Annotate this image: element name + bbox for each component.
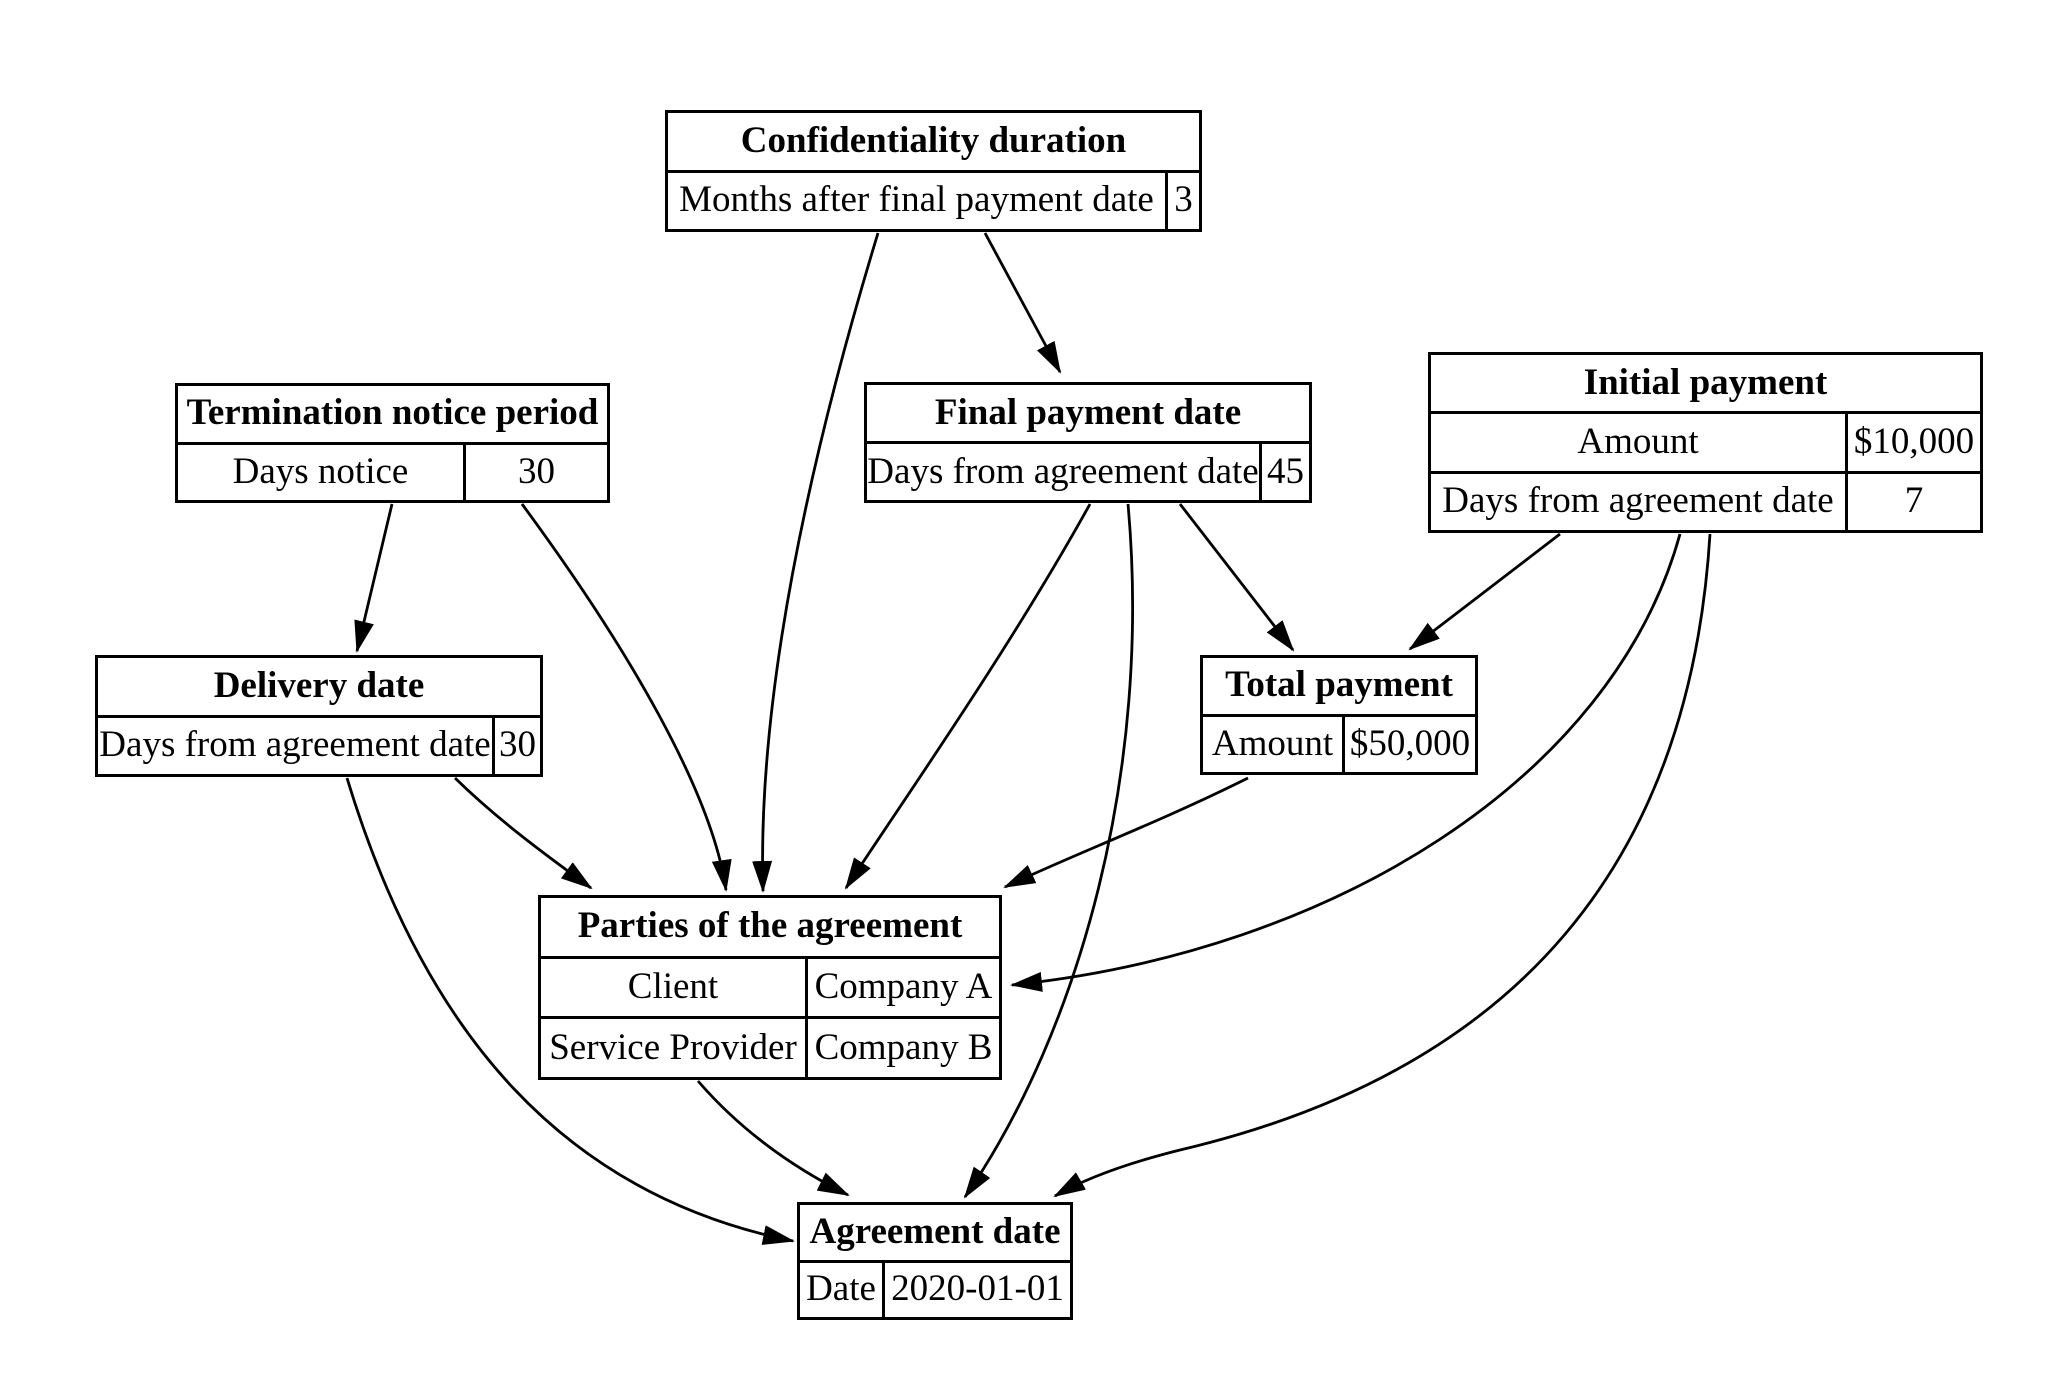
node-row: Amount$50,000 <box>1203 716 1475 772</box>
node-row: Amount $10,000 <box>1431 414 1980 471</box>
edge-initial-payment-to-parties-of-the-agreement <box>1010 533 1682 992</box>
edge-initial-payment-to-agreement-date <box>1053 533 1712 1198</box>
cell-value: 45 <box>1259 444 1309 500</box>
edge-final-payment-date-to-parties-of-the-agreement <box>844 503 1092 890</box>
edge-initial-payment-to-total-payment <box>1408 532 1561 651</box>
cell-label: Months after final payment date <box>679 179 1154 221</box>
cell-value: Company B <box>805 1019 999 1078</box>
node-row: Client Company A <box>541 958 999 1017</box>
cell-value: 7 <box>1845 473 1980 530</box>
edge-confidentiality-duration-to-final-payment-date <box>983 232 1062 374</box>
edge-final-payment-date-to-total-payment <box>1178 503 1295 652</box>
edge-parties-of-the-agreement-to-agreement-date <box>696 1080 850 1197</box>
cell-label: Days from agreement date <box>1442 480 1834 522</box>
node-title: Total payment <box>1203 658 1475 717</box>
cell-label: Amount <box>1211 722 1334 764</box>
cell-label: Days from agreement date <box>867 450 1259 492</box>
cell-label: Days from agreement date <box>99 724 491 766</box>
edge-final-payment-date-to-agreement-date <box>963 503 1134 1199</box>
edge-delivery-date-to-agreement-date <box>345 777 795 1245</box>
edge-confidentiality-duration-to-parties-of-the-agreement <box>752 232 880 893</box>
node-title: Initial payment <box>1431 355 1980 415</box>
cell-value: 2020-01-01 <box>882 1262 1070 1317</box>
cell-value: 3 <box>1165 172 1199 229</box>
cell-value: $50,000 <box>1342 716 1475 772</box>
node-title: Delivery date <box>98 658 540 718</box>
node-title: Parties of the agreement <box>541 898 999 959</box>
node-title: Final payment date <box>867 385 1309 444</box>
cell-label: Date <box>806 1268 876 1310</box>
cell-value: 30 <box>492 717 540 774</box>
node-title: Confidentiality duration <box>668 113 1199 173</box>
edge-termination-notice-period-to-parties-of-the-agreement <box>520 503 732 892</box>
node-row: Days notice 30 <box>178 444 607 500</box>
node-row: Months after final payment date 3 <box>668 172 1199 229</box>
node-title: Termination notice period <box>178 386 607 445</box>
node-row: Days from agreement date 7 <box>1431 470 1980 530</box>
cell-label: Days notice <box>232 450 409 492</box>
cell-label: Amount <box>1577 421 1699 463</box>
edge-total-payment-to-parties-of-the-agreement <box>1003 776 1249 889</box>
edge-delivery-date-to-parties-of-the-agreement <box>454 776 593 890</box>
cell-value: 30 <box>463 444 607 500</box>
cell-label: Client <box>627 966 719 1008</box>
node-title: Agreement date <box>800 1205 1070 1263</box>
cell-label: Service Provider <box>549 1026 797 1068</box>
edge-termination-notice-period-to-delivery-date <box>354 503 394 653</box>
cell-value: $10,000 <box>1845 414 1980 471</box>
cell-value: Company A <box>805 958 999 1017</box>
